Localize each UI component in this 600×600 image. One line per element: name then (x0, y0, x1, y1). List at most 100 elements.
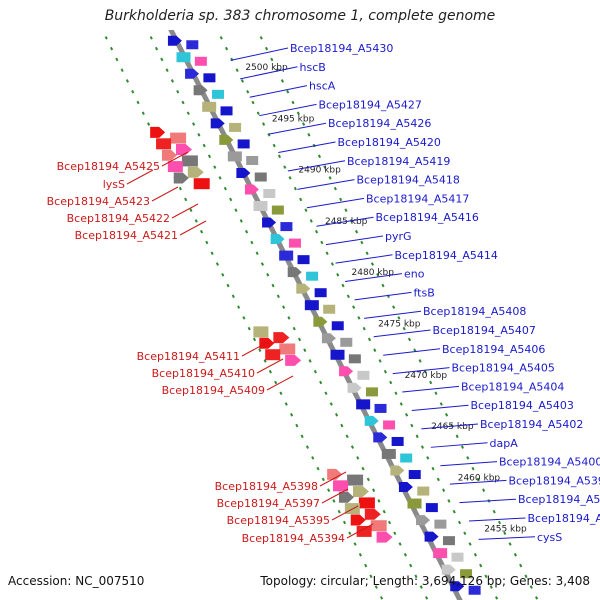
gene-block-reverse-b-1 (170, 132, 187, 144)
gene-block-reverse-7 (259, 337, 275, 349)
forward-leader-line (478, 536, 536, 540)
gene-block-forward-b-29 (425, 503, 438, 513)
kbp-tick-label: 2455 kbp (484, 525, 527, 535)
gene-block-reverse-b-8 (285, 354, 302, 366)
gene-block-reverse-6 (253, 326, 269, 338)
map-layer (101, 30, 539, 600)
gene-block-forward-4 (193, 85, 208, 96)
gene-block-forward-10 (244, 184, 259, 195)
forward-gene-label: Bcep18194_A5418 (357, 174, 460, 187)
forward-leader-line (325, 235, 384, 246)
gene-block-forward-b-4 (211, 89, 224, 99)
gene-block-forward-1 (167, 35, 182, 46)
forward-gene-label: Bcep18194_A5405 (452, 362, 555, 375)
gene-block-forward-29 (407, 498, 422, 509)
reverse-gene-label: lysS (103, 178, 125, 191)
forward-leader-line (316, 216, 374, 227)
reverse-gene-label: Bcep18194_A5409 (162, 384, 265, 397)
forward-gene-label: Bcep18194_A5430 (290, 42, 393, 55)
gene-block-forward-b-13 (288, 238, 301, 248)
forward-leader-line (459, 498, 517, 504)
forward-leader-line (240, 66, 298, 80)
forward-leader-line (278, 141, 336, 154)
gene-block-forward-b-15 (306, 271, 319, 281)
gene-block-forward-16 (296, 283, 311, 294)
gene-block-forward-b-30 (434, 519, 447, 529)
gene-block-forward-b-6 (229, 122, 242, 132)
gene-block-reverse-10 (333, 480, 349, 492)
forward-gene-label: Bcep18194_A5427 (319, 98, 422, 111)
reverse-gene-label: Bcep18194_A5398 (215, 480, 318, 493)
forward-gene-label: Bcep18194_A5402 (480, 418, 583, 431)
gene-block-forward-b-22 (365, 387, 378, 397)
gene-block-reverse-b-7 (279, 343, 296, 355)
gene-block-forward-b-5 (220, 106, 233, 116)
reverse-leader-line (266, 375, 294, 391)
gene-block-reverse-b-11 (358, 497, 375, 509)
gene-block-forward-3 (185, 68, 200, 79)
forward-leader-line (297, 179, 355, 190)
gene-block-reverse-b-14 (376, 531, 393, 543)
forward-leader-line (430, 442, 488, 448)
forward-gene-label: Bcep18194_A5414 (395, 249, 498, 262)
gene-block-forward-27 (390, 465, 405, 476)
forward-leader-line (354, 291, 412, 301)
forward-leader-line (249, 85, 308, 98)
gene-block-forward-b-18 (331, 321, 344, 331)
reverse-leader-line (126, 169, 154, 185)
gene-block-forward-31 (424, 531, 439, 542)
kbp-tick-label: 2460 kbp (458, 473, 501, 483)
gene-block-forward-b-34 (468, 585, 481, 595)
gene-block-forward-b-27 (408, 470, 421, 480)
gene-block-forward-b-8 (246, 155, 259, 165)
gene-block-forward-23 (356, 399, 371, 410)
gene-block-reverse-b-10 (353, 486, 369, 497)
forward-gene-label: Bcep18194_A5420 (338, 136, 441, 149)
gene-block-forward-b-16 (314, 288, 327, 298)
gene-block-reverse-14 (356, 525, 372, 537)
gene-block-forward-b-25 (391, 436, 404, 446)
gene-block-forward-b-24 (383, 420, 396, 430)
gene-block-forward-33 (441, 564, 456, 575)
forward-leader-line (440, 461, 498, 467)
reverse-gene-label: Bcep18194_A5410 (152, 367, 255, 380)
gene-block-forward-22 (347, 382, 362, 393)
forward-gene-label: Bcep18194_A5406 (442, 343, 545, 356)
forward-leader-line (344, 273, 403, 282)
gene-block-forward-9 (236, 167, 251, 178)
forward-gene-label: hscA (309, 80, 336, 93)
gene-block-forward-b-12 (280, 222, 293, 232)
reverse-gene-label: Bcep18194_A5422 (67, 212, 170, 225)
gene-block-forward-b-3 (203, 73, 216, 83)
gene-block-forward-b-21 (357, 370, 370, 380)
forward-gene-label: Bcep18194_A5404 (461, 380, 564, 393)
gene-block-forward-b-31 (442, 536, 455, 546)
forward-leader-line (373, 329, 431, 338)
gene-block-forward-b-1 (186, 40, 199, 50)
map-title: Burkholderia sp. 383 chromosome 1, compl… (104, 8, 496, 24)
gene-block-forward-34 (450, 581, 465, 592)
gene-block-forward-30 (416, 515, 431, 526)
gene-block-reverse-5 (173, 172, 189, 184)
gene-block-forward-11 (253, 201, 268, 211)
kbp-tick-label: 2480 kbp (352, 268, 395, 278)
forward-leader-line (259, 103, 317, 117)
forward-leader-line (383, 348, 441, 356)
gene-block-forward-b-23 (374, 403, 387, 413)
gene-block-forward-b-32 (451, 552, 464, 562)
reverse-leader-line (161, 151, 189, 167)
forward-leader-line (402, 385, 460, 393)
gene-block-reverse-b-4 (187, 166, 204, 178)
forward-leader-line (268, 122, 327, 135)
forward-leader-line (364, 310, 422, 319)
forward-gene-label: eno (404, 268, 425, 281)
reverse-gene-label: Bcep18194_A5425 (57, 160, 160, 173)
reverse-leader-line (321, 488, 349, 504)
gene-block-forward-32 (433, 548, 448, 559)
forward-gene-label: Bcep18194_A5407 (433, 324, 536, 337)
gene-block-forward-25 (373, 432, 388, 443)
reverse-gene-label: Bcep18194_A5411 (137, 350, 240, 363)
forward-gene-label: dapA (490, 437, 519, 450)
forward-leader-line (230, 47, 289, 61)
gene-block-forward-14 (279, 250, 294, 261)
